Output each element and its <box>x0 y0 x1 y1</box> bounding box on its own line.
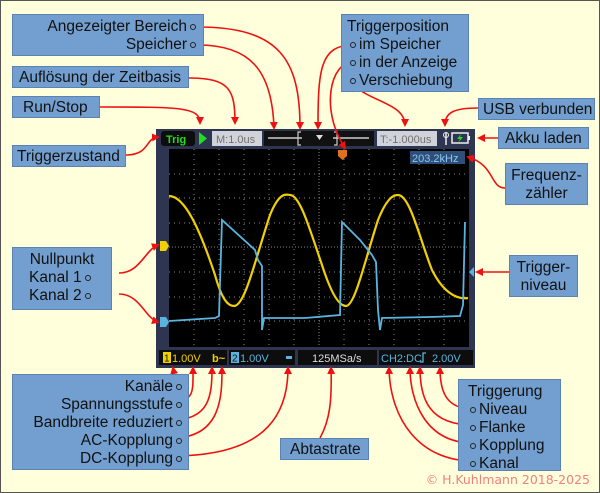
trigger-level-marker <box>469 267 474 277</box>
sample-rate-value: 125MSa/s <box>312 353 362 365</box>
ch2-dc-icon <box>286 356 292 359</box>
label-display-memory: Angezeigter Bereich Speicher <box>12 14 204 56</box>
svg-text:1: 1 <box>164 354 170 365</box>
trig-status-box <box>161 131 195 146</box>
ch1-voltage: 1.00V <box>172 353 201 365</box>
run-icon <box>199 132 207 145</box>
battery-charging-icon <box>451 132 470 144</box>
trigger-time-value: T:-1.000us <box>380 134 432 146</box>
ch2-voltage: 1.00V <box>240 353 269 365</box>
timebase-box <box>212 131 262 146</box>
trigger-time-box <box>377 131 437 146</box>
frequency-box <box>410 151 465 164</box>
label-trigger-state: Triggerzustand <box>12 145 126 167</box>
timebase-value: M:1.0us <box>216 134 256 146</box>
label-triggering: Triggerung Niveau Flanke Kopplung Kanal <box>458 379 561 472</box>
ch1-waveform <box>168 193 469 308</box>
falling-edge-icon <box>420 352 426 363</box>
label-channel-settings: Kanäle Spannungsstufe Bandbreite reduzie… <box>12 374 189 470</box>
label-run-stop: Run/Stop <box>12 96 100 118</box>
label-usb: USB verbunden <box>478 98 595 120</box>
label-zero-point: Nullpunkt Kanal 1 Kanal 2 <box>12 247 112 310</box>
trigger-position-display-icon <box>338 150 347 160</box>
label-sample-rate: Abtastrate <box>280 438 369 460</box>
copyright: © H.Kuhlmann 2018-2025 <box>425 472 590 487</box>
usb-icon <box>443 132 449 145</box>
label-trigger-position: Triggerposition im Speicher in der Anzei… <box>341 14 469 92</box>
label-timebase: Auflösung der Zeitbasis <box>12 66 189 88</box>
ch1-flags: b~ <box>212 353 226 365</box>
frequency-value: 203.2kHz <box>412 153 458 165</box>
trigger-info: CH2:DC <box>381 353 422 365</box>
label-trigger-level: Trigger- niveau <box>509 255 578 297</box>
ch2-badge <box>231 352 239 363</box>
scope-screen: Trig M:1.0us T:-1.000us <box>156 129 475 368</box>
label-frequency: Frequenz- zähler <box>505 163 588 205</box>
ch1-badge <box>163 352 171 363</box>
ch1-zero-marker <box>160 241 169 251</box>
trigger-level-value: 2.00V <box>432 353 461 365</box>
trigger-position-memory-icon <box>316 135 323 140</box>
ch2-zero-marker <box>160 317 169 327</box>
trig-status: Trig <box>166 134 186 146</box>
ch2-waveform <box>168 218 466 331</box>
svg-text:2: 2 <box>232 354 238 365</box>
label-battery: Akku laden <box>498 127 589 149</box>
